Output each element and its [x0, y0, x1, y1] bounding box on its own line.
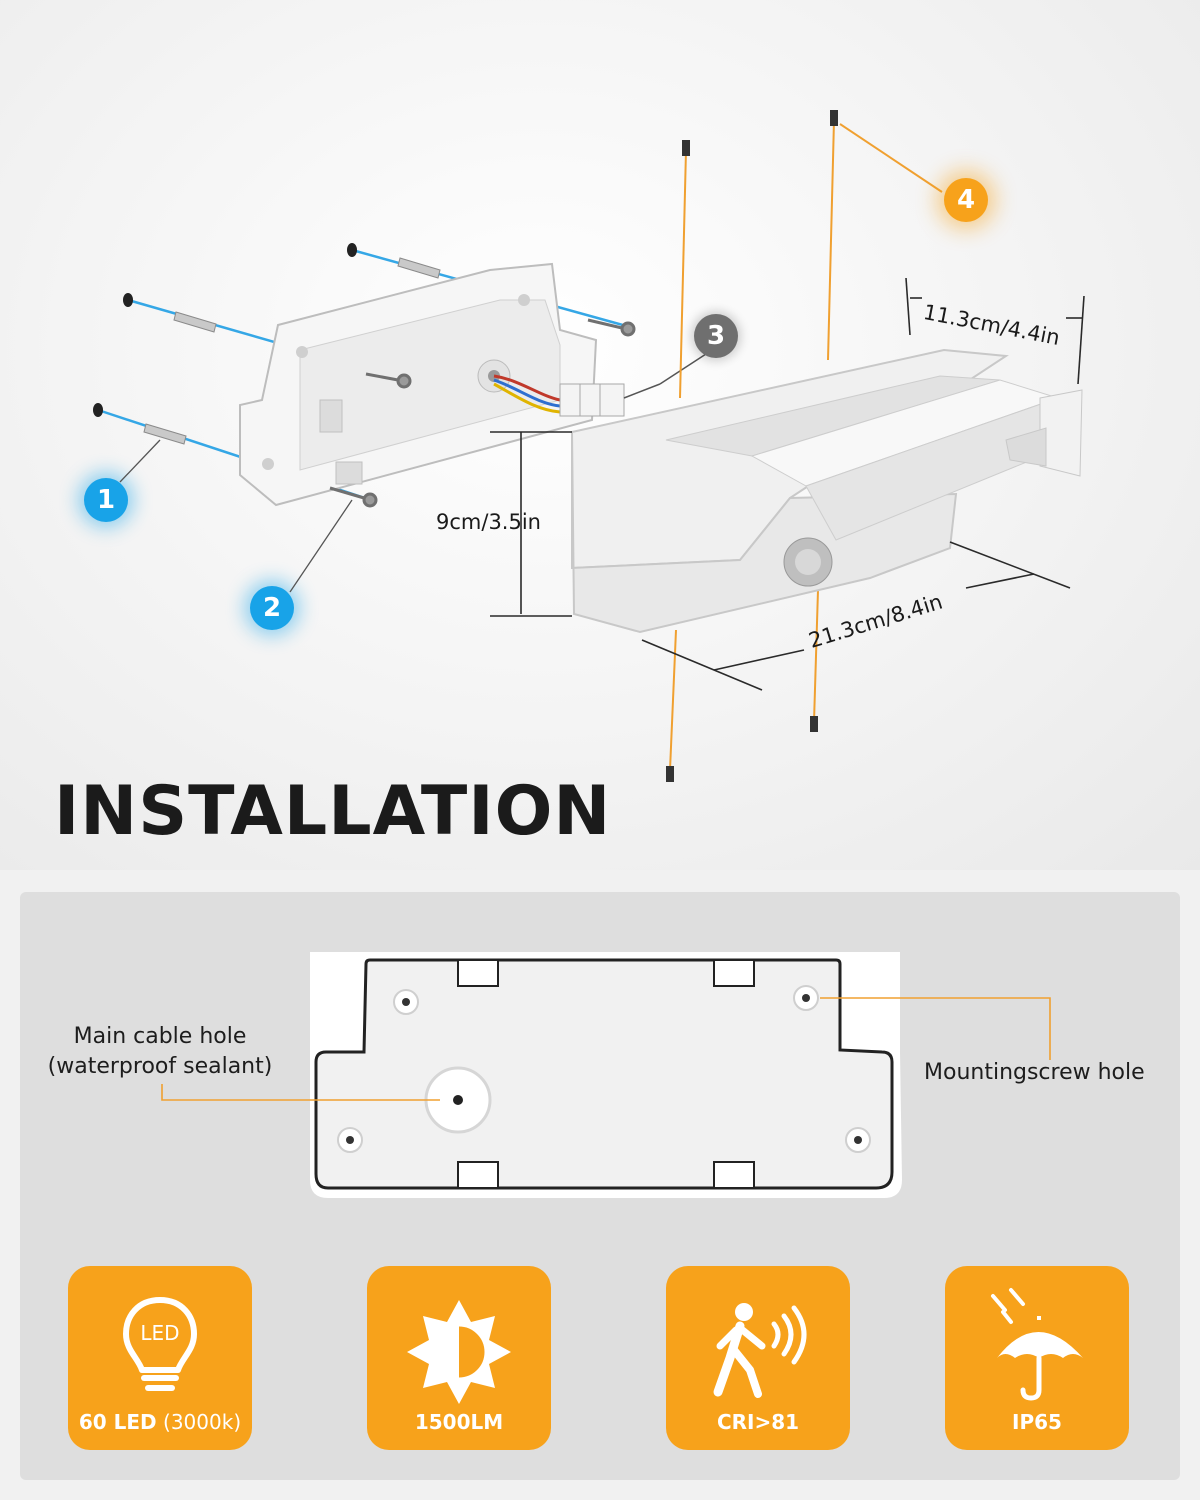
- led-bulb-icon: LED: [123, 1297, 197, 1391]
- mounting-plate: [239, 262, 598, 507]
- wall-holes: [93, 243, 357, 417]
- feature-lumens: 1500LM: [367, 1266, 551, 1450]
- feature-motion: CRI>81: [666, 1266, 850, 1450]
- mounting-plate-panel: Main cable hole (waterproof sealant) Mou…: [20, 892, 1180, 1480]
- pin-tips: [666, 110, 838, 782]
- cable-hole-label-line2: (waterproof sealant): [47, 1054, 273, 1079]
- height-dimension-label: 9cm/3.5in: [436, 510, 541, 534]
- feature-motion-label: CRI>81: [716, 1410, 800, 1434]
- page-title: INSTALLATION: [54, 772, 612, 851]
- screw-holes: [337, 985, 871, 1153]
- brightness-icon: [407, 1300, 511, 1404]
- dimension-lines: [490, 277, 1085, 691]
- step-badge-3: 3: [694, 314, 738, 358]
- screws: [329, 318, 636, 508]
- step-badge-4: 4: [944, 178, 988, 222]
- alignment-pins: [669, 119, 943, 771]
- feature-led-label: 60 LED (3000k): [68, 1410, 252, 1434]
- cable-hole-label-line1: Main cable hole: [73, 1024, 247, 1049]
- motion-sensor-icon: [713, 1303, 807, 1398]
- callout-lines: [161, 997, 1051, 1101]
- screw-hole-callout: Mountingscrew hole: [924, 1060, 1145, 1085]
- cable-hole-callout: Main cable hole (waterproof sealant): [30, 1022, 290, 1082]
- step-badge-2: 2: [250, 586, 294, 630]
- feature-waterproof-label: IP65: [1012, 1410, 1062, 1434]
- feature-waterproof: IP65: [945, 1266, 1129, 1450]
- feature-led: LED 60 LED (3000k): [68, 1266, 252, 1450]
- lamp-body: [571, 348, 1083, 634]
- feature-lumens-label: 1500LM: [414, 1410, 504, 1434]
- step-badge-1: 1: [84, 478, 128, 522]
- mounting-plate-back-view: [161, 952, 1051, 1198]
- exploded-diagram: [93, 110, 1085, 782]
- wiring: [493, 353, 707, 417]
- led-icon-text: LED: [140, 1321, 179, 1345]
- feature-led-temp: (3000k): [156, 1410, 242, 1434]
- feature-led-count: 60 LED: [78, 1410, 157, 1434]
- umbrella-rain-icon: [991, 1288, 1083, 1401]
- wall-anchors: [143, 257, 441, 445]
- exploded-diagram-area: 11.3cm/4.4in 9cm/3.5in 21.3cm/8.4in 1 2 …: [0, 0, 1200, 870]
